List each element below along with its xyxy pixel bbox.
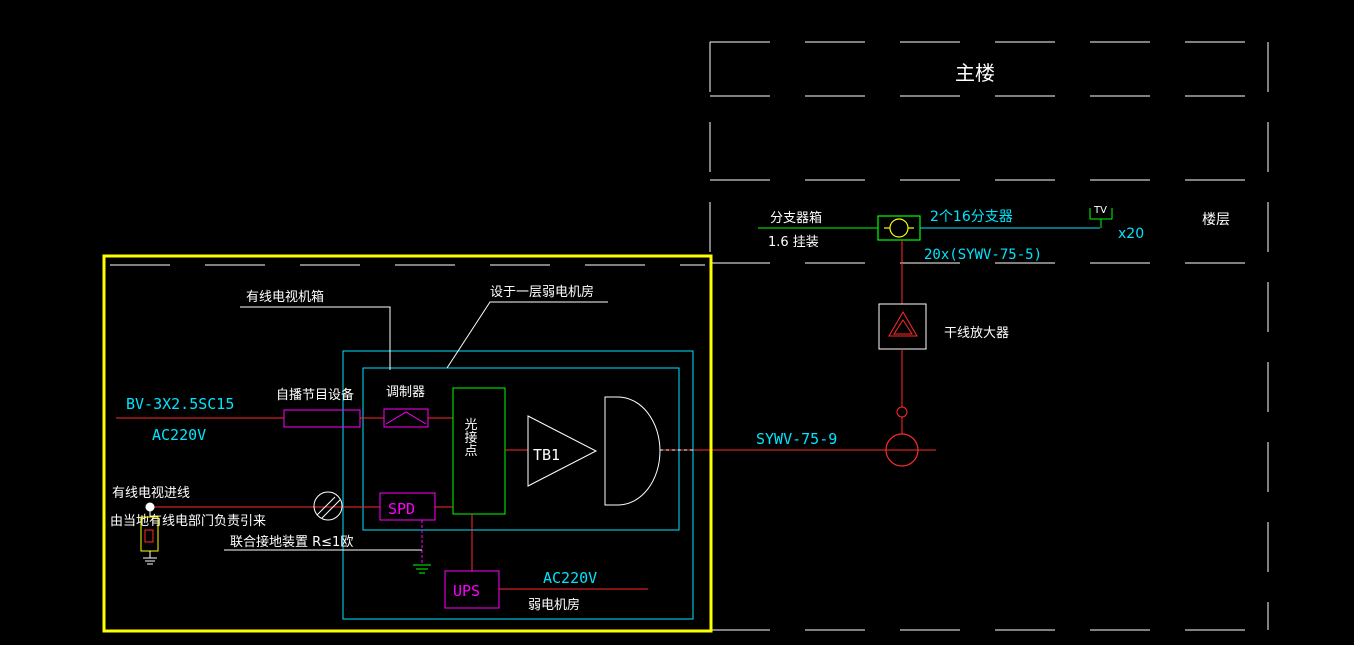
incoming-cable-crossing-icon [313, 491, 343, 521]
ups-room-label: 弱电机房 [528, 597, 580, 613]
tv-label: TV [1093, 205, 1107, 216]
grounding-label: 联合接地装置 R≤1欧 [230, 534, 353, 550]
power-voltage-label: AC220V [152, 426, 206, 444]
junction-dot [896, 406, 908, 418]
incoming-line-label: 有线电视进线 [112, 486, 190, 501]
splitter-mount-label: 1.6 挂装 [768, 235, 819, 250]
spd-label: SPD [388, 500, 415, 518]
trunk-amplifier-icon [878, 303, 927, 350]
splitter-cable-label: 20x(SYWV-75-5) [924, 247, 1042, 263]
tb1-amplifier-icon [527, 415, 598, 487]
cabinet-title-leader [240, 306, 391, 370]
splitter-box-label: 分支器箱 [770, 210, 822, 226]
optical-node-label: 光接点 [462, 418, 478, 457]
amplifier-label: 干线放大器 [944, 326, 1009, 341]
program-equipment-box [283, 409, 361, 428]
cabinet-inner-frame [362, 367, 680, 531]
optical-node-box [452, 387, 506, 515]
tv-outlet-icon [1089, 208, 1113, 228]
cabinet-output-icon [604, 396, 661, 506]
modulator-symbol [383, 408, 429, 428]
program-equipment-label: 自播节目设备 [276, 387, 354, 403]
cabinet-location-leader [446, 301, 608, 369]
tb1-label: TB1 [533, 446, 560, 464]
floor-label: 楼层 [1202, 212, 1230, 228]
incoming-source-label: 由当地有线电部门负责引来 [110, 514, 266, 529]
building-title: 主楼 [955, 61, 995, 85]
cabinet-location: 设于一层弱电机房 [490, 284, 594, 300]
ups-voltage-label: AC220V [543, 569, 597, 587]
trunk-cable-label: SYWV-75-9 [756, 430, 837, 448]
splitter-symbol [877, 215, 921, 241]
ups-label: UPS [453, 582, 480, 600]
splitter-label: 2个16分支器 [930, 209, 1013, 225]
ground-symbol-icon [413, 564, 431, 574]
incoming-terminal-icon [140, 502, 159, 565]
power-cable-label: BV-3X2.5SC15 [126, 395, 234, 413]
modulator-label: 调制器 [386, 385, 425, 400]
selection-highlight [102, 254, 713, 633]
cabinet-title: 有线电视机箱 [246, 289, 324, 305]
tv-count: x20 [1118, 226, 1144, 242]
cabinet-outer-frame [342, 350, 694, 620]
